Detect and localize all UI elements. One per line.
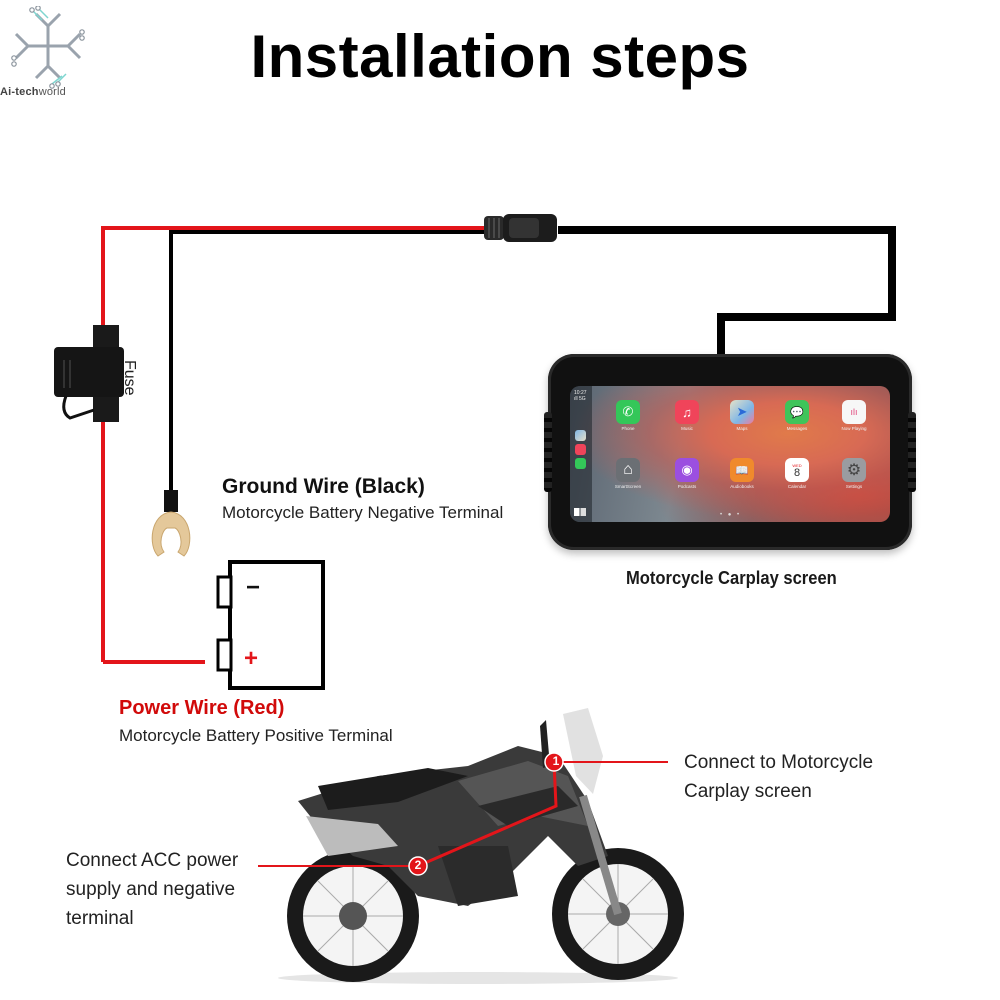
app-smartscreen-icon[interactable]: ⌂ [616,458,640,482]
callout-2-line-3: terminal [66,908,134,929]
status-signal: ıll 5G [574,396,586,402]
power-wire [101,226,486,662]
app-audiobooks-icon[interactable]: 📖 [730,458,754,482]
device-grip-right [908,412,916,492]
ground-wire [169,230,486,490]
battery-icon [216,560,325,690]
app-settings-label: Settings [845,484,863,489]
carplay-device: 10:27 ıll 5G ✆ Phone ♫ Music ➤ Maps 💬 Me… [544,354,916,550]
marker-1-label: 1 [552,754,560,768]
ground-wire-subtitle: Motorcycle Battery Negative Terminal [222,503,504,522]
marker-2-label: 2 [414,858,422,872]
app-settings-icon[interactable]: ⚙ [842,458,866,482]
power-wire-title: Power Wire (Red) [119,697,285,719]
app-phone-icon[interactable]: ✆ [616,400,640,424]
circuit-pinwheel-icon [11,5,85,89]
marker-2 [408,856,428,876]
power-wire-subtitle: Motorcycle Battery Positive Terminal [119,726,393,745]
page-indicator[interactable]: • ● • [720,512,742,518]
callout-connect-acc: Connect ACC power supply and negative te… [66,846,238,933]
app-phone-label: Phone [621,426,635,431]
app-messages-icon[interactable]: 💬 [785,400,809,424]
app-maps-icon[interactable]: ➤ [730,400,754,424]
status-bar: 10:27 ıll 5G [574,390,587,402]
device-caption: Motorcycle Carplay screen [626,568,837,588]
app-messages-label: Messages [786,426,808,431]
app-audiobooks-label: Audiobooks [730,484,754,489]
brand-name: Ai-techworld [0,86,66,98]
brand-logo [8,5,88,101]
battery-negative-symbol: − [246,574,261,601]
fuse-holder-icon [54,325,124,422]
fuse-label: Fuse [121,360,138,396]
dock-maps-icon[interactable] [575,430,586,441]
device-cable [558,226,896,360]
dc-connector-icon [484,214,557,242]
motorcycle-illustration [258,708,684,984]
dashboard-toggle-icon[interactable] [574,508,586,516]
carplay-dock: 10:27 ıll 5G [570,386,592,522]
callout-2-line-1: Connect ACC power [66,850,239,871]
status-time: 10:27 [574,390,587,396]
rear-wheel [287,850,419,982]
device-grip-left [544,412,552,492]
app-music-label: Music [681,426,693,431]
dock-music-icon[interactable] [575,444,586,455]
callout-1-line-2: Carplay screen [684,781,812,802]
ring-terminal-icon [151,490,191,557]
app-calendar-icon[interactable]: WED 8 [785,458,809,482]
app-smartscreen-label: SmartScreen [614,484,642,489]
ground-wire-title: Ground Wire (Black) [222,475,425,498]
dock-phone-icon[interactable] [575,458,586,469]
app-podcasts-label: Podcasts [677,484,697,489]
app-now-playing-icon[interactable]: ılı [842,400,866,424]
callout-connect-screen: Connect to Motorcycle Carplay screen [684,748,873,806]
page-title: Installation steps [250,23,750,90]
brand-name-light: world [38,86,66,98]
app-now-playing-label: Now Playing [841,426,867,431]
battery-positive-symbol: + [244,645,259,672]
callout-2-line-2: supply and negative [66,879,236,900]
brand-name-bold: Ai-tech [0,86,39,98]
marker-1 [544,752,564,772]
app-music-icon[interactable]: ♫ [675,400,699,424]
app-calendar-label: Calendar [787,484,807,489]
app-maps-label: Maps [736,426,748,431]
app-podcasts-icon[interactable]: ◉ [675,458,699,482]
callout-1-line-1: Connect to Motorcycle [684,752,874,773]
carplay-screen: 10:27 ıll 5G ✆ Phone ♫ Music ➤ Maps 💬 Me… [570,386,890,522]
